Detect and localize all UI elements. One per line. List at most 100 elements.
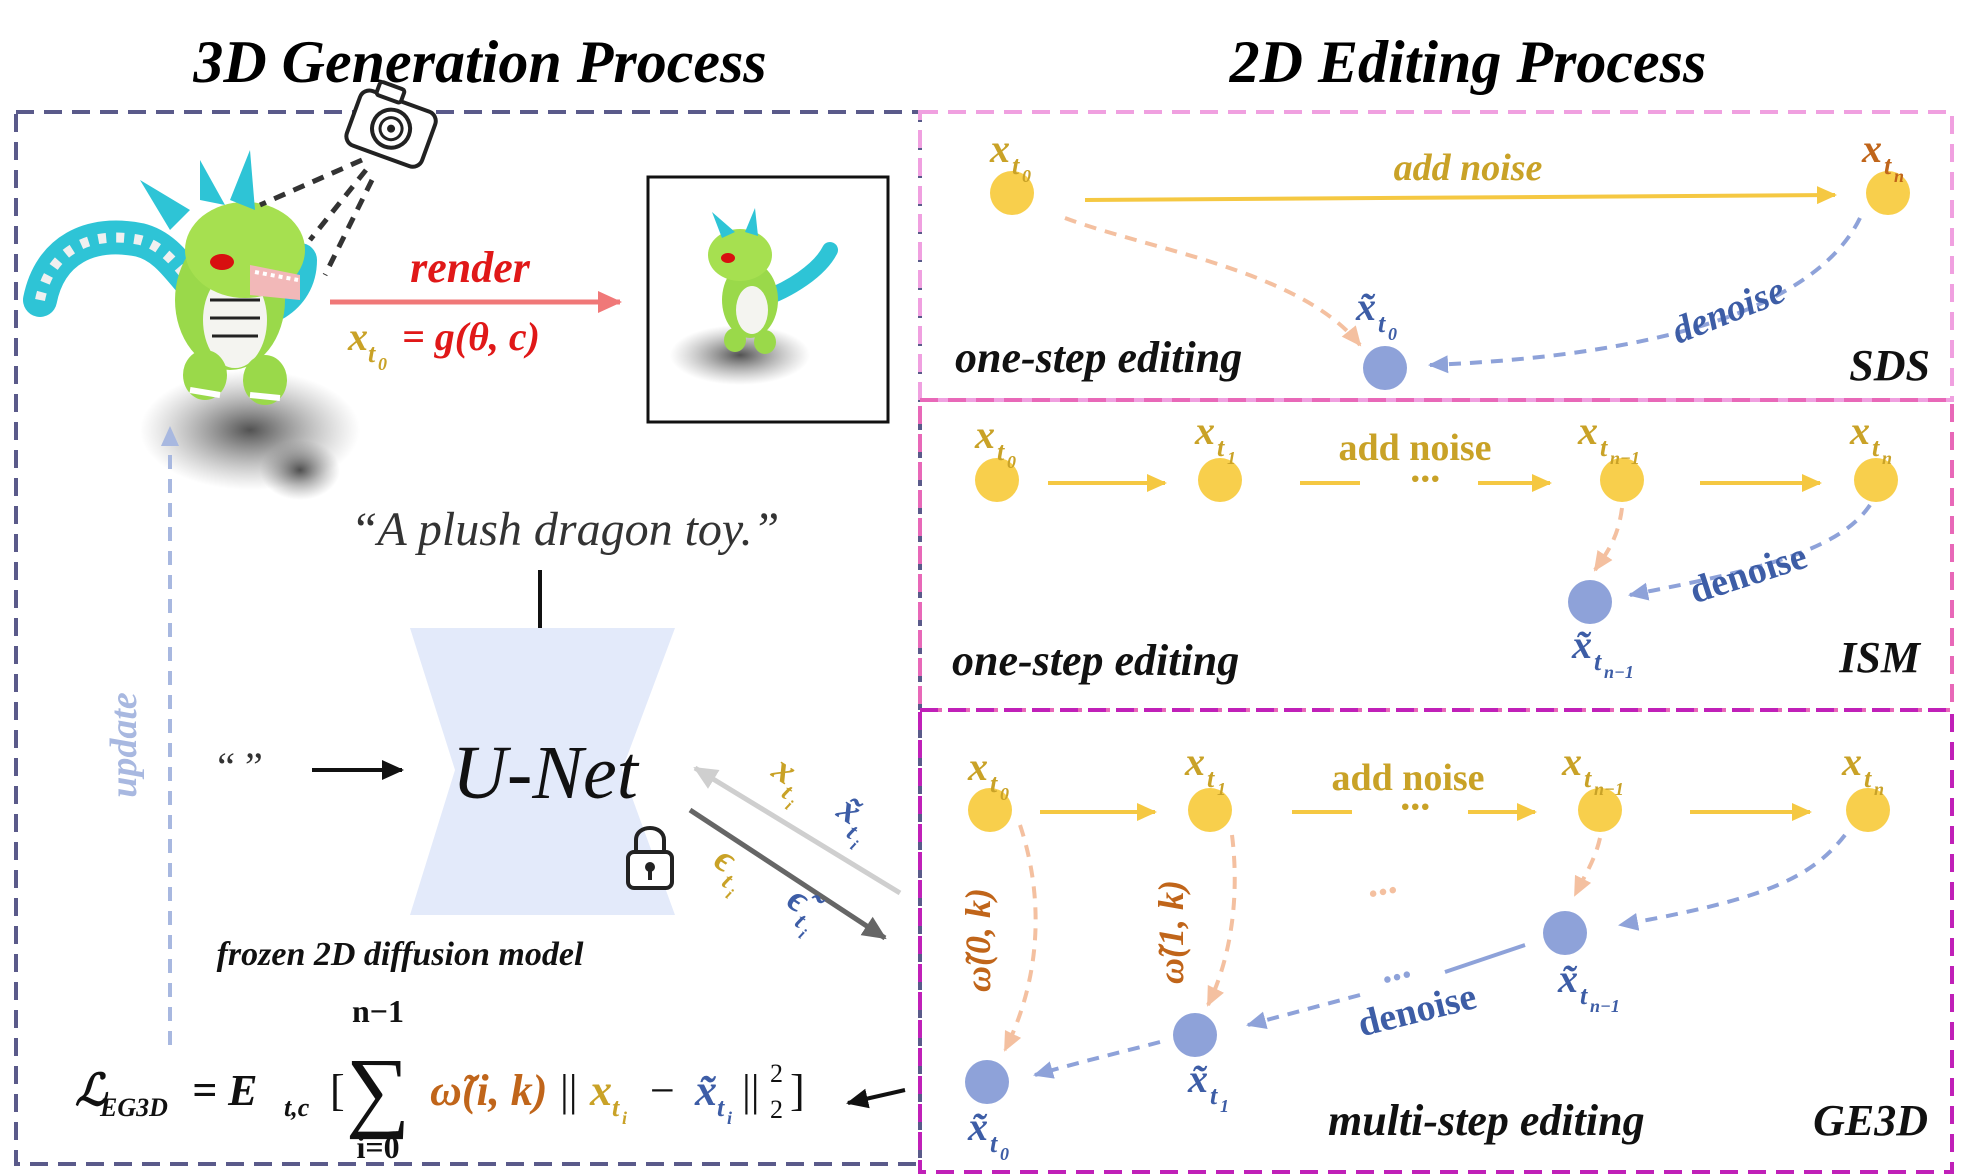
svg-text:x: x xyxy=(974,412,995,457)
ism-node-x-tn xyxy=(1854,458,1898,502)
svg-text:t: t xyxy=(1594,647,1602,676)
svg-text:t: t xyxy=(1600,433,1608,462)
svg-text:0: 0 xyxy=(1000,784,1009,804)
svg-text:x: x xyxy=(589,1066,612,1115)
svg-text:x: x xyxy=(1577,408,1598,453)
svg-text:t: t xyxy=(1872,433,1880,462)
camera-icon xyxy=(344,80,438,169)
frozen-model-label: frozen 2D diffusion model xyxy=(217,936,584,973)
update-label: update xyxy=(103,692,145,798)
svg-text:x̃: x̃ xyxy=(829,787,869,833)
prompt-text: “A plush dragon toy.” xyxy=(351,503,780,556)
unet-block xyxy=(410,628,675,915)
ge3d-xt-t0-label: x̃ t 0 xyxy=(967,1104,1009,1164)
svg-text:||: || xyxy=(560,1066,578,1115)
ge3d-skip-arrow-0 xyxy=(1003,824,1038,1052)
input-xtilde-label: x̃ t i xyxy=(829,787,869,854)
svg-text:2: 2 xyxy=(770,1095,783,1124)
ism-skip-arrow xyxy=(1593,507,1624,572)
ge3d-denoise-1-0 xyxy=(1033,1040,1161,1079)
sds-add-noise-arrow xyxy=(1084,186,1837,205)
svg-text:x: x xyxy=(1849,408,1870,453)
svg-text:2: 2 xyxy=(770,1059,783,1088)
ge3d-node-xt-t1 xyxy=(1173,1013,1217,1057)
camera-rays xyxy=(258,157,375,277)
ge3d-node-xt-t0 xyxy=(965,1060,1009,1104)
svg-text:t: t xyxy=(997,437,1005,466)
svg-text:x: x xyxy=(989,126,1010,171)
svg-text:i=0: i=0 xyxy=(356,1129,399,1165)
svg-text:−: − xyxy=(650,1066,675,1115)
svg-text:= E: = E xyxy=(192,1066,257,1115)
ge3d-node-x-t0 xyxy=(968,788,1012,832)
svg-text:t: t xyxy=(1378,309,1386,338)
ge3d-mid-dots: ··· xyxy=(1364,867,1401,917)
ism-denoise-arrow xyxy=(1628,503,1872,601)
svg-text:x̃: x̃ xyxy=(694,1066,717,1115)
svg-text:x: x xyxy=(1841,739,1862,784)
lock-icon xyxy=(626,826,674,890)
svg-text:ϵ: ϵ xyxy=(707,837,744,881)
ge3d-weight-1: ω̃(1, k) xyxy=(1151,880,1191,984)
ism-denoise-label: denoise xyxy=(1685,535,1812,612)
svg-text:1: 1 xyxy=(1227,448,1236,468)
ism-x-tn-label: x t n xyxy=(1849,408,1892,468)
svg-text:0: 0 xyxy=(1388,324,1397,344)
svg-text:t: t xyxy=(717,1093,725,1122)
svg-text:t,c: t,c xyxy=(284,1093,310,1122)
svg-text:]: ] xyxy=(790,1066,805,1115)
sds-x-tn-label: x t n xyxy=(1861,126,1904,186)
svg-text:x̃: x̃ xyxy=(967,1104,988,1149)
ism-node-xt-tn1 xyxy=(1568,580,1612,624)
ge3d-add-noise-label: add noise xyxy=(1331,757,1484,799)
svg-text:t: t xyxy=(1884,151,1892,180)
sds-node-x-tn xyxy=(1866,171,1910,215)
svg-text:t: t xyxy=(990,769,998,798)
sds-add-noise-label: add noise xyxy=(1394,147,1543,189)
output-arrow xyxy=(688,807,887,941)
svg-text:n−1: n−1 xyxy=(1610,448,1640,468)
ism-caption: one-step editing xyxy=(952,636,1239,685)
input-xti-label: x t i xyxy=(764,747,804,814)
sds-caption: one-step editing xyxy=(955,333,1242,382)
ism-add-noise-label: add noise xyxy=(1338,427,1491,469)
sds-skip-arrow xyxy=(1064,216,1362,347)
ge3d-x-t1-label: x t 1 xyxy=(1184,739,1226,799)
input-arrow xyxy=(693,765,902,896)
svg-text:0: 0 xyxy=(1007,452,1016,472)
svg-text:x: x xyxy=(1861,126,1882,171)
render-equation: x t 0 = g(θ, c) xyxy=(347,314,540,374)
ge3d-x-t0-label: x t 0 xyxy=(967,744,1009,804)
ism-method: ISM xyxy=(1838,633,1922,682)
ge3d-xt-t1-label: x̃ t 1 xyxy=(1187,1056,1229,1116)
svg-text:n: n xyxy=(1894,166,1904,186)
sds-node-xt-t0 xyxy=(1363,346,1407,390)
svg-text:n−1: n−1 xyxy=(1594,779,1624,799)
ge3d-dots: ··· xyxy=(1400,784,1430,829)
svg-text:t: t xyxy=(1864,764,1872,793)
svg-text:t: t xyxy=(1012,151,1020,180)
ge3d-node-xt-tn1 xyxy=(1543,911,1587,955)
ge3d-weight-0: ω̃(0, k) xyxy=(958,888,998,992)
ge3d-denoise-n-n1 xyxy=(1618,833,1847,931)
svg-text:x̃: x̃ xyxy=(1557,956,1578,1001)
ge3d-skip-arrow-n1 xyxy=(1573,837,1602,897)
svg-text:x: x xyxy=(347,314,368,359)
svg-text:t: t xyxy=(612,1093,620,1122)
svg-text:n: n xyxy=(1874,779,1884,799)
svg-text:||: || xyxy=(742,1066,760,1115)
sds-denoise-arrow xyxy=(1428,217,1862,374)
sds-method: SDS xyxy=(1849,341,1930,390)
svg-text:t: t xyxy=(1210,1081,1218,1110)
ge3d-denoise-n1-mid xyxy=(1444,943,1526,974)
ism-node-x-t1 xyxy=(1198,458,1242,502)
ism-node-x-t0 xyxy=(975,458,1019,502)
svg-text:i: i xyxy=(727,1108,732,1128)
dragon-image xyxy=(23,150,360,500)
left-panel-title: 3D Generation Process xyxy=(192,29,766,95)
unet-label: U-Net xyxy=(452,731,640,815)
svg-text:x̃: x̃ xyxy=(1355,284,1376,329)
svg-text:1: 1 xyxy=(1217,779,1226,799)
svg-text:n−1: n−1 xyxy=(352,993,404,1029)
svg-text:x: x xyxy=(967,744,988,789)
